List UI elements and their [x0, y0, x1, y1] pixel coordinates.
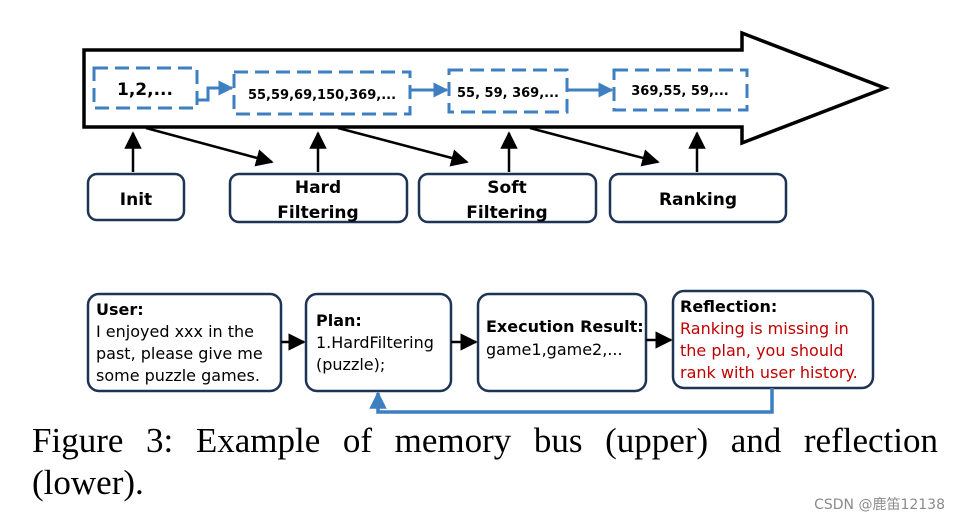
stage-label-hard-line2: Filtering: [277, 203, 358, 223]
stage-label-init: Init: [120, 190, 152, 210]
stage-box-hard-filtering: [228, 172, 409, 224]
bus-value-hard: 55,59,69,150,369,...: [248, 88, 396, 103]
stage-label-ranking: Ranking: [659, 190, 737, 210]
plan-line-1: 1.HardFiltering: [316, 333, 434, 352]
user-line-3: some puzzle games.: [96, 366, 260, 385]
bus-value-soft: 55, 59, 369,...: [457, 86, 559, 101]
bus-connector-1: [197, 80, 234, 102]
bus-box-init: [92, 66, 199, 110]
execution-title: Execution Result:: [486, 317, 644, 336]
stage-box-ranking: [608, 172, 788, 224]
execution-line-1: game1,game2,...: [486, 340, 623, 359]
plan-title: Plan:: [316, 311, 362, 330]
user-title: User:: [96, 300, 144, 319]
reflection-line-1: Ranking is missing in: [680, 319, 849, 338]
bus-box-ranking: [612, 68, 749, 112]
bus-value-ranking: 369,55, 59,...: [631, 84, 728, 99]
watermark: CSDN @鹿笛12138: [814, 497, 945, 513]
plan-line-2: (puzzle);: [316, 355, 385, 374]
user-line-2: past, please give me: [96, 344, 263, 363]
stage-label-soft-line2: Filtering: [466, 203, 547, 223]
bus-box-hard: [232, 70, 412, 116]
user-line-1: I enjoyed xxx in the: [96, 322, 254, 341]
reflection-title: Reflection:: [680, 297, 777, 316]
arrow-diag-3: [529, 126, 660, 167]
figure-caption: Figure 3: Example of memory bus (upper) …: [32, 421, 938, 502]
stage-box-init: [86, 172, 186, 222]
arrow-diag-2: [337, 126, 469, 167]
stage-box-soft-filtering: [417, 172, 598, 224]
stage-label-hard-line1: Hard: [295, 178, 341, 198]
execution-box: [476, 292, 648, 393]
reflection-line-2: the plan, you should: [680, 341, 844, 360]
bus-box-soft: [447, 68, 569, 114]
stage-label-soft-line1: Soft: [487, 178, 526, 198]
reflection-line-3: rank with user history.: [680, 363, 858, 382]
bus-value-init: 1,2,...: [117, 80, 173, 100]
feedback-arrow: [369, 388, 774, 414]
arrow-diag-1: [145, 126, 274, 167]
